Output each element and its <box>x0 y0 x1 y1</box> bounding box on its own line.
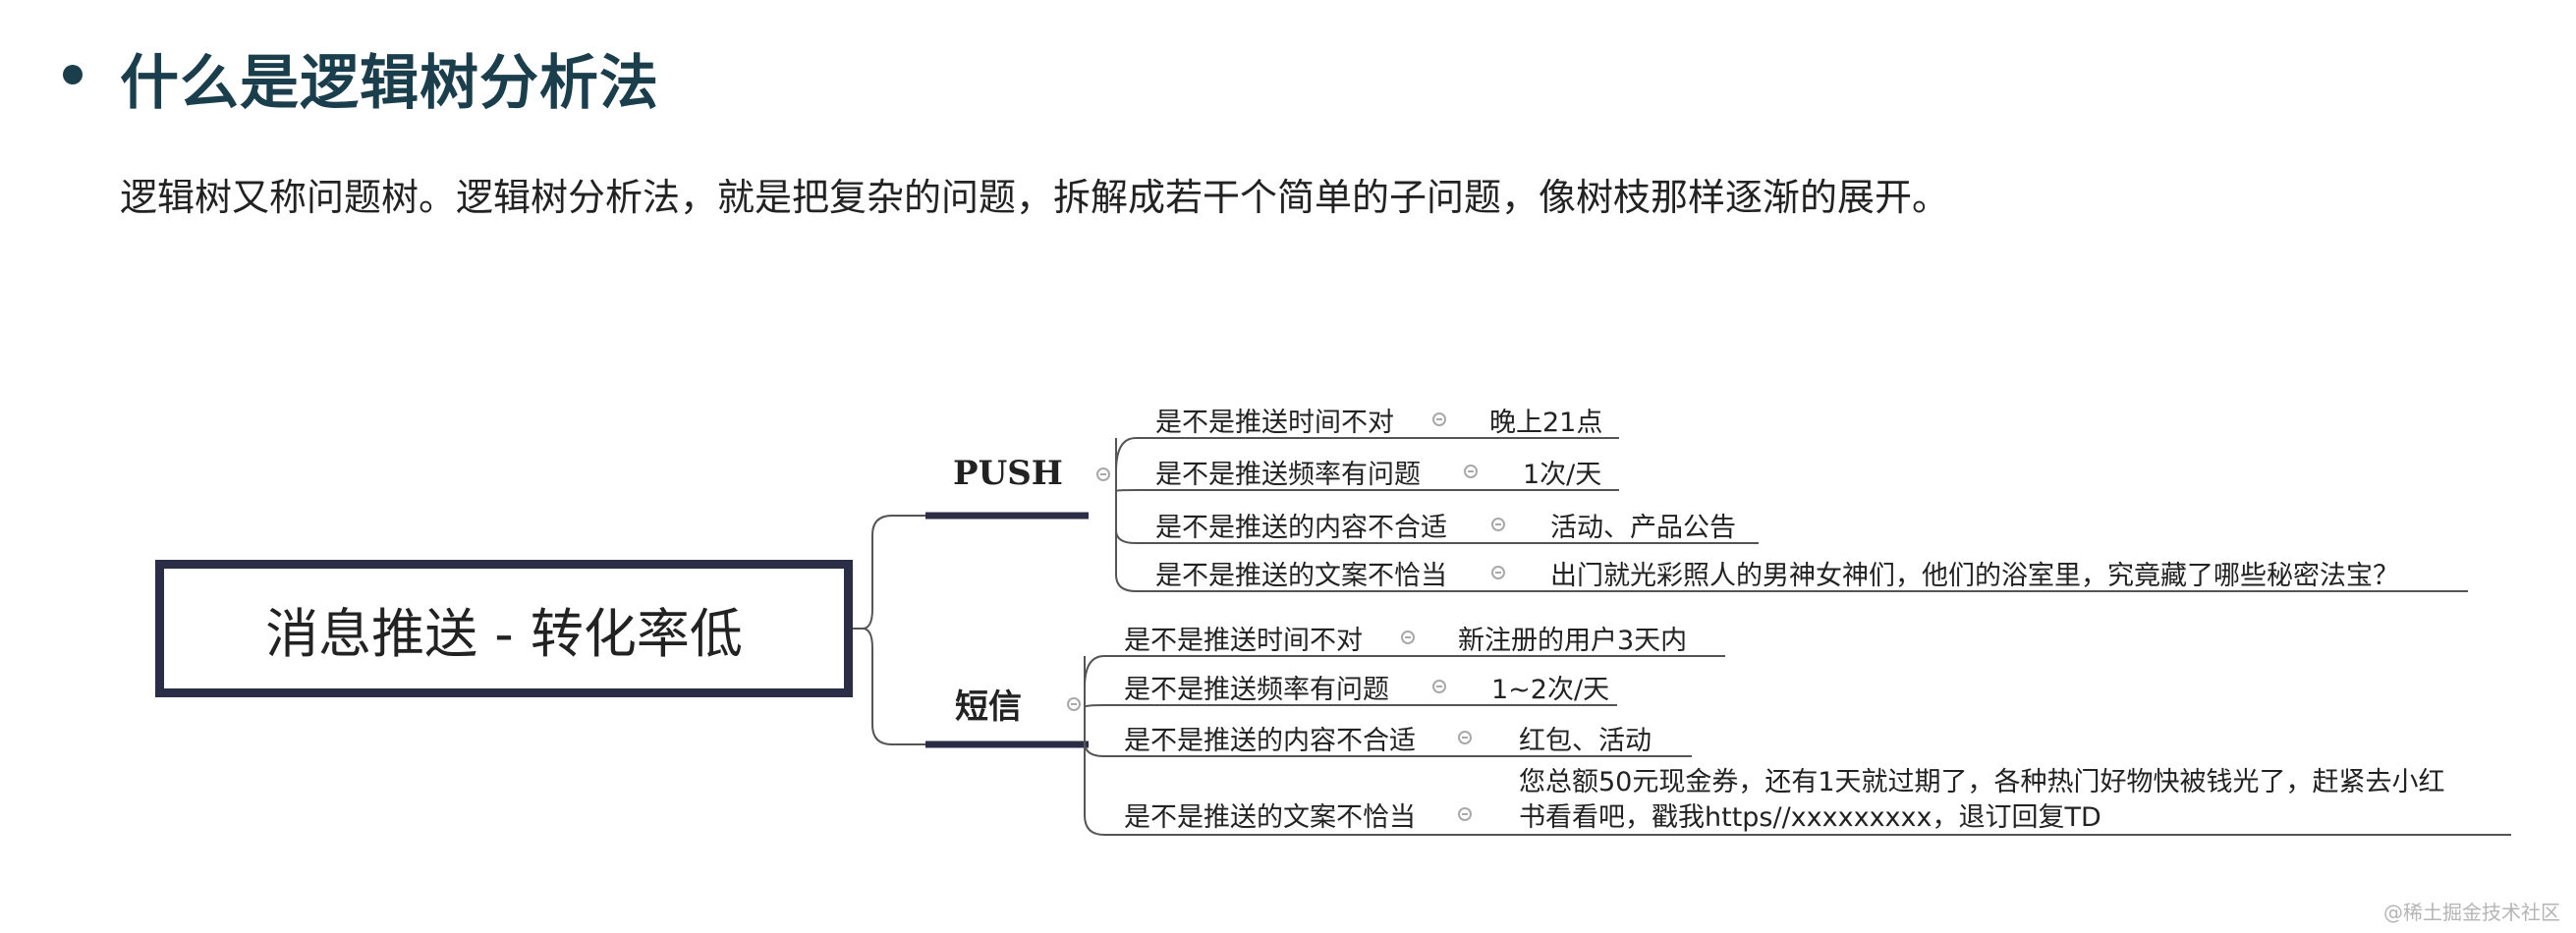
watermark: @稀土掘金技术社区 <box>2383 901 2560 924</box>
branch-sms-label: 短信 <box>955 687 1022 727</box>
collapse-icon[interactable] <box>1401 631 1415 644</box>
sms-answer-2: 1~2次/天 <box>1491 675 1610 705</box>
push-answer-2: 1次/天 <box>1523 460 1602 490</box>
sms-answer-4-line2: 书看看吧，戳我https//xxxxxxxxx，退订回复TD <box>1519 802 2101 833</box>
page-title: 什么是逻辑树分析法 <box>120 49 659 118</box>
connector-sms-4 <box>1084 742 2511 836</box>
collapse-icon[interactable] <box>1067 697 1081 711</box>
collapse-icon[interactable] <box>1432 412 1446 426</box>
connector-root-sms <box>853 628 925 745</box>
connector-root-push <box>853 515 925 630</box>
sms-question-3: 是不是推送的内容不合适 <box>1124 726 1416 756</box>
push-question-3: 是不是推送的内容不合适 <box>1155 513 1447 543</box>
collapse-icon[interactable] <box>1096 467 1110 481</box>
sms-question-1: 是不是推送时间不对 <box>1124 626 1363 656</box>
sms-question-4: 是不是推送的文案不恰当 <box>1124 802 1416 833</box>
push-answer-1: 晚上21点 <box>1489 408 1603 438</box>
sms-answer-3: 红包、活动 <box>1519 726 1652 756</box>
sms-answer-4-line1: 您总额50元现金券，还有1天就过期了，各种热门好物快被钱光了，赶紧去小红 <box>1519 767 2445 797</box>
push-question-2: 是不是推送频率有问题 <box>1155 460 1421 490</box>
push-question-4: 是不是推送的文案不恰当 <box>1155 561 1447 591</box>
collapse-icon[interactable] <box>1458 731 1472 744</box>
push-answer-4: 出门就光彩照人的男神女神们，他们的浴室里，究竟藏了哪些秘密法宝？ <box>1550 561 2399 591</box>
connector-push-4 <box>1115 530 2468 592</box>
collapse-icon[interactable] <box>1464 465 1478 478</box>
branch-push-label: PUSH <box>953 454 1063 493</box>
intro-text: 逻辑树又称问题树。逻辑树分析法，就是把复杂的问题，拆解成若干个简单的子问题，像树… <box>120 176 1950 219</box>
collapse-icon[interactable] <box>1491 566 1505 579</box>
push-answer-3: 活动、产品公告 <box>1550 513 1736 543</box>
sms-answer-1: 新注册的用户3天内 <box>1458 626 1688 656</box>
root-node: 消息推送 - 转化率低 <box>155 560 853 697</box>
sms-question-2: 是不是推送频率有问题 <box>1124 675 1389 705</box>
collapse-icon[interactable] <box>1432 680 1446 693</box>
push-question-1: 是不是推送时间不对 <box>1155 408 1394 438</box>
collapse-icon[interactable] <box>1491 518 1505 531</box>
root-node-label: 消息推送 - 转化率低 <box>265 602 743 665</box>
collapse-icon[interactable] <box>1458 807 1472 821</box>
bullet-dot <box>63 65 83 84</box>
